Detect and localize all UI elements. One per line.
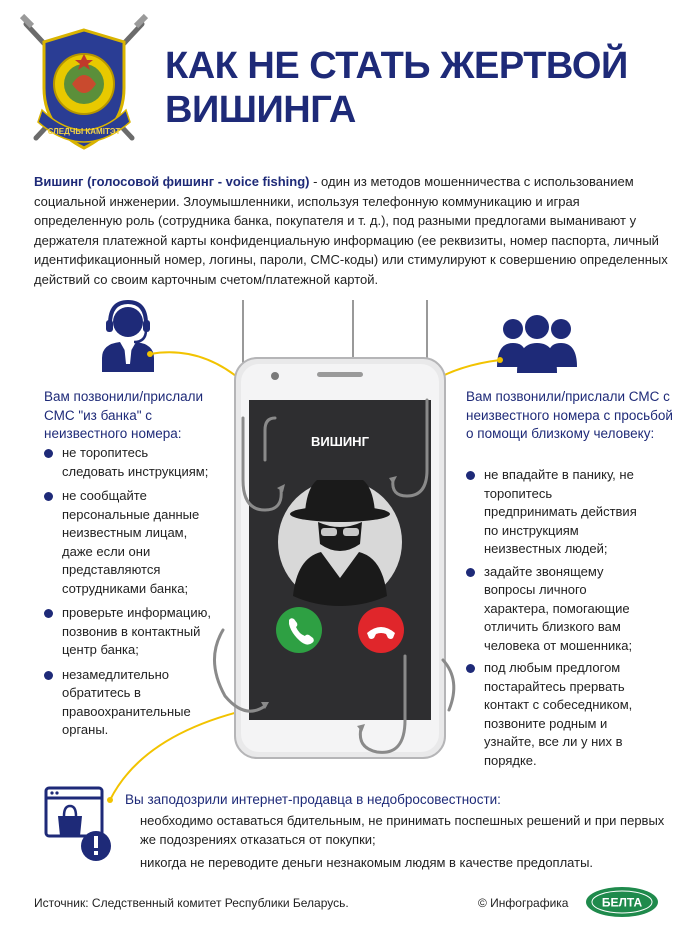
right-block-list: не впадайте в панику, не торопитесь пред… (466, 466, 646, 774)
hook-bottom-right (358, 654, 407, 754)
hacker-avatar (278, 480, 402, 606)
intro-text: - один из методов мошенничества с исполь… (34, 174, 668, 287)
list-item: не торопитесь следовать инструкциям; (44, 444, 214, 481)
intro-paragraph: Вишинг (голосовой фишинг - voice fishing… (34, 172, 670, 289)
left-block-heading: Вам позвонили/прислали СМС "из банка" с … (44, 389, 204, 441)
list-item: никогда не переводите деньги незнакомым … (140, 855, 594, 870)
emblem-ribbon-text: СЛЕДЧЫ КАМІТЭТ (48, 127, 121, 136)
hook-left-mid (263, 416, 277, 462)
intro-term: Вишинг (голосовой фишинг - voice fishing… (34, 174, 310, 189)
bottom-block-list: необходимо оставаться бдительным, не при… (140, 811, 680, 876)
investigative-committee-emblem: СЛЕДЧЫ КАМІТЭТ (19, 13, 149, 150)
list-item: не впадайте в панику, не торопитесь пред… (466, 466, 646, 559)
list-item: проверьте информацию, позвонив в контакт… (44, 604, 214, 660)
list-item: не сообщайте персональные данные неизвес… (44, 487, 214, 598)
page-title: КАК НЕ СТАТЬ ЖЕРТВОЙ ВИШИНГА (165, 44, 685, 132)
accept-call-button (276, 607, 322, 653)
infographic-credit: © Инфографика (478, 896, 569, 910)
left-block-list: не торопитесь следовать инструкциям; не … (44, 444, 214, 746)
hook-right-top (391, 398, 429, 498)
list-item: под любым предлогом постарайтесь прерват… (466, 659, 646, 770)
hook-right-bottom (441, 658, 456, 712)
list-item: задайте звонящему вопросы личного характ… (466, 563, 646, 656)
people-group-icon (497, 315, 577, 373)
list-item: необходимо оставаться бдительным, не при… (140, 813, 665, 847)
belta-logo: БЕЛТА (586, 887, 658, 917)
hook-left-bottom (213, 628, 267, 713)
list-item: незамедлительно обратитесь в правоохрани… (44, 666, 214, 740)
decline-call-button (358, 607, 404, 653)
smartphone-illustration: ВИШИНГ (213, 300, 456, 759)
right-block-heading: Вам позвонили/прислали СМС с неизвестног… (466, 389, 673, 441)
bottom-block-heading: Вы заподозрили интернет-продавца в недоб… (125, 792, 501, 807)
online-shop-warning-icon (44, 786, 111, 861)
headset-operator-icon (102, 299, 154, 372)
belta-logo-text: БЕЛТА (602, 896, 643, 910)
hook-left-top (241, 416, 283, 512)
page-title-line-1: КАК НЕ СТАТЬ ЖЕРТВОЙ (165, 45, 628, 87)
page-title-line-2: ВИШИНГА (165, 89, 356, 131)
source-note: Источник: Следственный комитет Республик… (34, 896, 349, 910)
caller-label: ВИШИНГ (311, 434, 370, 449)
